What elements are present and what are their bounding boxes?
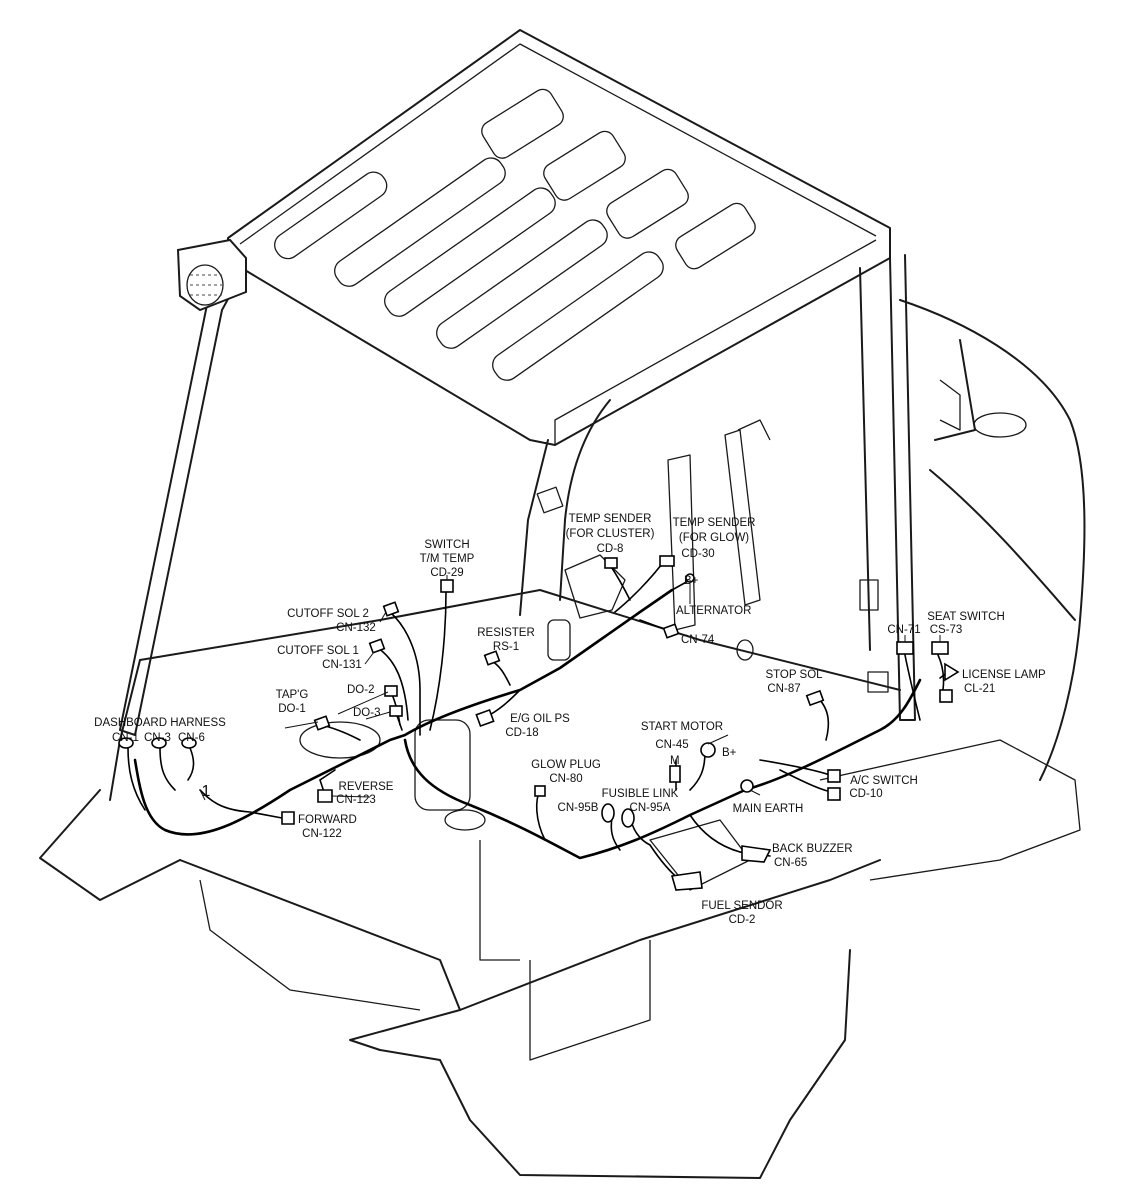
label-seat-switch-code: CS-73 [930, 624, 963, 636]
label-temp-glow-line2: (FOR GLOW) [679, 532, 749, 544]
connector-cn74[interactable] [662, 623, 680, 639]
connector-glyphs [118, 555, 960, 891]
connector-cn65[interactable] [741, 845, 772, 863]
connector-cn132[interactable] [382, 601, 400, 617]
label-glow-plug: GLOW PLUG [531, 759, 601, 771]
label-do3: DO-3 [353, 707, 380, 719]
label-main-earth: MAIN EARTH [733, 803, 804, 815]
label-switch-line1: SWITCH [424, 539, 469, 551]
connector-cn95a[interactable] [621, 808, 635, 828]
connector-cs73[interactable] [931, 641, 949, 655]
connector-cd10-b[interactable] [827, 787, 841, 801]
connector-cn80[interactable] [534, 785, 546, 797]
connector-cd30[interactable] [659, 555, 675, 567]
label-cutoff-sol1: CUTOFF SOL 1 [277, 645, 359, 657]
connector-do1[interactable] [313, 715, 331, 731]
label-b-plus-sm: B+ [722, 747, 737, 759]
connector-do2[interactable] [384, 685, 398, 697]
label-glow-plug-code: CN-80 [549, 773, 582, 785]
label-dashboard-harness: DASHBOARD HARNESS [94, 717, 226, 729]
label-cn71: CN-71 [887, 624, 920, 636]
labels: SWITCH T/M TEMP CD-29 TEMP SENDER (FOR C… [94, 513, 1046, 926]
connector-cn122[interactable] [281, 811, 295, 825]
connector-cd29[interactable] [440, 579, 454, 593]
label-seat-switch: SEAT SWITCH [927, 611, 1005, 623]
label-temp-glow-line1: TEMP SENDER [673, 517, 756, 529]
label-ac-switch-code: CD-10 [849, 788, 882, 800]
label-forward-code: CN-122 [302, 828, 342, 840]
label-cn3: CN-3 [144, 732, 171, 744]
label-fusible-link: FUSIBLE LINK [602, 788, 679, 800]
label-back-buzzer-code: CN-65 [774, 857, 807, 869]
connector-cn71[interactable] [896, 641, 914, 655]
label-cutoff-sol2-code: CN-132 [336, 622, 376, 634]
cab-pillars [119, 238, 916, 736]
label-start-motor: START MOTOR [641, 721, 723, 733]
label-tapg: TAP'G [276, 689, 309, 701]
label-resister-code: RS-1 [493, 641, 519, 653]
license-lamp-body [939, 689, 953, 703]
label-alternator: ALTERNATOR [676, 605, 751, 617]
connector-cd18[interactable] [475, 708, 495, 728]
label-resister: RESISTER [477, 627, 535, 639]
counterweight-body [899, 299, 1086, 781]
harness-wires [127, 559, 949, 881]
label-temp-cluster-line2: (FOR CLUSTER) [566, 528, 655, 540]
leader-lines [199, 575, 941, 801]
connector-cn95b[interactable] [601, 803, 615, 823]
label-eg-oil-ps-code: CD-18 [505, 727, 538, 739]
main-earth-point[interactable] [740, 779, 754, 793]
label-license-lamp: LICENSE LAMP [962, 669, 1046, 681]
connector-cn3[interactable] [151, 737, 167, 749]
label-cutoff-sol1-code: CN-131 [322, 659, 362, 671]
label-temp-glow-code: CD-30 [681, 548, 714, 560]
label-fuel-sendor-code: CD-2 [729, 914, 756, 926]
connector-cd2[interactable] [670, 871, 703, 891]
label-cutoff-sol2: CUTOFF SOL 2 [287, 608, 369, 620]
label-fusible-link-code-b: CN-95B [558, 802, 599, 814]
connector-cn131[interactable] [368, 638, 386, 654]
label-ac-switch: A/C SWITCH [850, 775, 918, 787]
label-temp-cluster-code: CD-8 [597, 543, 624, 555]
label-m-terminal: M [670, 755, 680, 767]
connector-rs1[interactable] [483, 650, 501, 666]
label-fusible-link-code-a: CN-95A [630, 802, 671, 814]
label-eg-oil-ps: E/G OIL PS [510, 713, 570, 725]
connector-cd10-a[interactable] [827, 769, 841, 783]
connector-cn87[interactable] [805, 689, 825, 707]
label-reverse-code: CN-123 [336, 794, 376, 806]
connector-do3[interactable] [389, 705, 403, 717]
label-back-buzzer: BACK BUZZER [772, 843, 853, 855]
label-temp-cluster-line1: TEMP SENDER [569, 513, 652, 525]
chassis-body [39, 419, 1081, 1179]
connector-cd8[interactable] [604, 557, 618, 569]
label-tapg-code: DO-1 [278, 703, 305, 715]
label-stop-sol-code: CN-87 [767, 683, 800, 695]
connector-cn45[interactable] [700, 742, 716, 758]
label-reverse: REVERSE [339, 781, 394, 793]
label-start-motor-code: CN-45 [655, 739, 688, 751]
label-cn6: CN-6 [178, 732, 205, 744]
label-forward: FORWARD [298, 814, 357, 826]
label-switch-code: CD-29 [430, 567, 463, 579]
label-cn1: CN-1 [112, 732, 139, 744]
connector-b-plus-alt[interactable] [685, 573, 695, 583]
connector-cl21[interactable] [944, 662, 960, 682]
connector-cn1[interactable] [118, 737, 134, 749]
label-do2: DO-2 [347, 684, 374, 696]
label-stop-sol: STOP SOL [765, 669, 823, 681]
label-fuel-sendor: FUEL SENDOR [701, 900, 782, 912]
label-switch-line2: T/M TEMP [420, 553, 475, 565]
overhead-guard [227, 29, 891, 446]
label-b-plus-alt: B+ [684, 575, 699, 587]
label-license-lamp-code: CL-21 [964, 683, 995, 695]
label-cn74: CN-74 [681, 634, 715, 646]
label-item-number: 1 [202, 783, 211, 800]
connector-cn123[interactable] [317, 789, 333, 803]
connector-cn6[interactable] [181, 737, 197, 749]
connector-m-terminal[interactable] [669, 765, 681, 783]
